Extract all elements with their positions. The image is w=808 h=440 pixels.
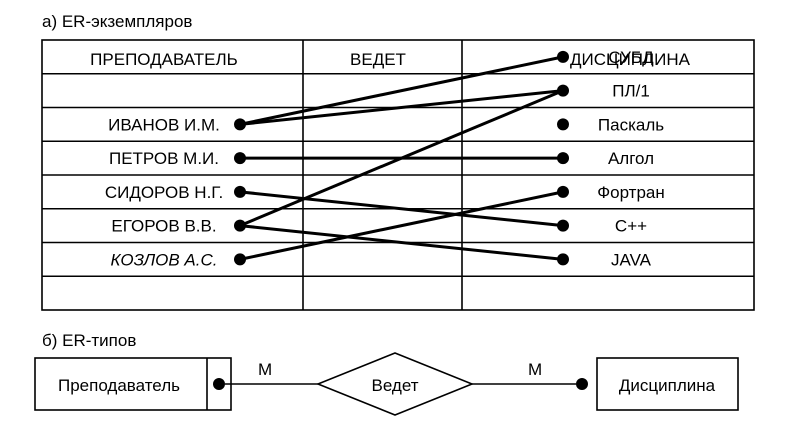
entity-teacher-label: Преподаватель <box>58 376 180 395</box>
discipline-dot <box>557 118 569 131</box>
entity-discipline-connector-dot <box>576 378 588 390</box>
instance-link-line <box>239 224 564 261</box>
teacher-column: ИВАНОВ И.М. ПЕТРОВ М.И. СИДОРОВ Н.Г. ЕГОРОВ… <box>105 115 246 269</box>
entity-teacher-connector-dot <box>213 378 225 390</box>
cardinality-left: М <box>258 360 272 379</box>
caption-instances: а) ER-экземпляров <box>42 12 192 31</box>
instance-link-line <box>239 89 564 228</box>
discipline-name: Алгол <box>608 149 654 168</box>
caption-types: б) ER-типов <box>42 331 136 350</box>
discipline-name: СУБД <box>608 48 654 67</box>
instance-link-line <box>239 89 564 126</box>
teacher-name: КОЗЛОВ А.С. <box>111 250 218 269</box>
discipline-name: C++ <box>615 217 647 236</box>
instance-links <box>239 55 564 261</box>
discipline-name: JAVA <box>611 250 652 269</box>
instance-link-line <box>239 55 564 126</box>
teacher-name: ЕГОРОВ В.В. <box>111 217 216 236</box>
table-grid-lines <box>42 40 754 310</box>
entity-discipline-box <box>596 357 739 411</box>
instance-link-line <box>239 190 564 228</box>
teacher-name: СИДОРОВ Н.Г. <box>105 183 223 202</box>
cardinality-right: М <box>528 360 542 379</box>
er-types-diagram: Преподаватель М Ведет М Дисциплина <box>34 352 739 416</box>
entity-discipline-label: Дисциплина <box>619 376 716 395</box>
teacher-name: ИВАНОВ И.М. <box>108 115 220 134</box>
header-leads: ВЕДЕТ <box>350 50 406 69</box>
teacher-name: ПЕТРОВ М.И. <box>109 149 219 168</box>
discipline-name: Паскаль <box>598 115 664 134</box>
header-discipline: ДИСЦИПЛИНА <box>570 50 691 69</box>
instance-table: ПРЕПОДАВАТЕЛЬ ВЕДЕТ ДИСЦИПЛИНА ИВАНОВ И.… <box>41 39 755 311</box>
header-teacher: ПРЕПОДАВАТЕЛЬ <box>90 50 238 69</box>
discipline-name: Фортран <box>597 183 665 202</box>
relationship-label: Ведет <box>371 376 418 395</box>
discipline-name: ПЛ/1 <box>612 82 650 101</box>
instance-link-line <box>239 190 564 261</box>
